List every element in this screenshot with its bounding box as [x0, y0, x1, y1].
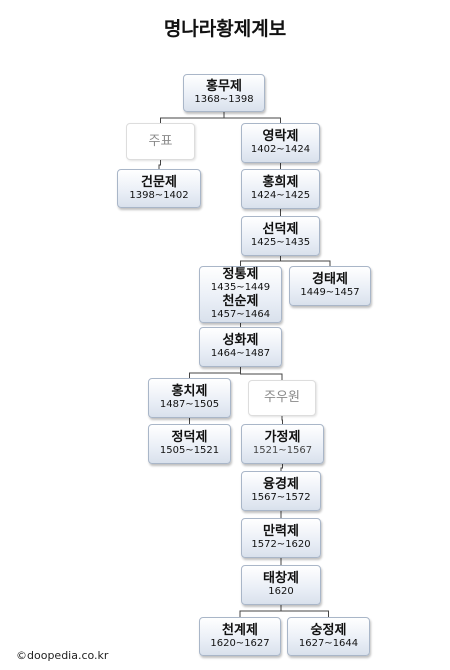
connector-jupyo-geonmun [158, 160, 161, 169]
node-years: 1620 [268, 586, 294, 597]
node-jeongdeok: 정덕제 1505~1521 [148, 424, 231, 464]
node-seondeok: 선덕제 1425~1435 [241, 216, 320, 256]
node-name: 주우원 [264, 390, 300, 405]
node-hongchi: 홍치제 1487~1505 [148, 378, 231, 418]
node-taechang: 태창제 1620 [241, 565, 321, 605]
node-honghui: 홍희제 1424~1425 [241, 169, 320, 209]
connector-hongmu-jupyo [160, 112, 225, 123]
node-juuwon: 주우원 [248, 380, 316, 416]
node-years: 1567~1572 [251, 492, 311, 503]
node-name: 홍치제 [171, 384, 208, 399]
node-name: 정통제 [222, 267, 259, 283]
node-years: 1368~1398 [194, 94, 254, 105]
node-jeongtong-cheonsun: 정통제 1435~1449 천순제 1457~1464 [199, 266, 282, 323]
node-years: 1449~1457 [300, 287, 360, 298]
node-years: 1398~1402 [129, 189, 189, 201]
node-years: 1425~1435 [250, 237, 311, 248]
node-years: 1620~1627 [210, 637, 270, 649]
node-gajeong: 가정제 1521~1567 [241, 424, 324, 464]
connector-taechang-sungjeong [280, 605, 329, 617]
node-seonghwa: 성화제 1464~1487 [199, 327, 282, 367]
node-manryeok: 만력제 1572~1620 [241, 518, 321, 558]
connector-seondeok-jeongtong [240, 256, 281, 266]
node-name: 정덕제 [171, 430, 208, 445]
node-years: 1505~1521 [159, 445, 220, 456]
connector-gajeong-yunggyeong [280, 464, 283, 471]
node-sungjeong: 숭정제 1627~1644 [287, 617, 370, 656]
page-title: 명나라황제계보 [163, 18, 287, 40]
node-name: 천순제 [222, 293, 259, 309]
node-name: 건문제 [141, 174, 177, 190]
connector-hongmu-yeongnak [223, 112, 281, 123]
node-cheongye: 천계제 1620~1627 [199, 617, 281, 656]
node-years: 1627~1644 [298, 637, 359, 649]
node-yeongnak: 영락제 1402~1424 [241, 123, 320, 163]
node-years: 1457~1464 [210, 308, 271, 320]
node-name: 천계제 [222, 622, 258, 638]
node-name: 주표 [148, 133, 173, 149]
connector-seonghwa-juuwon [240, 367, 283, 380]
node-hongmu: 홍무제 1368~1398 [183, 74, 265, 112]
node-years: 1464~1487 [210, 348, 271, 359]
connector-taechang-cheongye [239, 605, 282, 617]
node-name: 홍무제 [206, 79, 242, 94]
node-name: 경태제 [312, 272, 348, 287]
node-name: 가정제 [264, 430, 301, 445]
node-name: 융경제 [263, 477, 299, 492]
node-name: 선덕제 [262, 222, 299, 237]
node-name: 성화제 [222, 333, 259, 348]
node-geonmun: 건문제 1398~1402 [117, 169, 201, 208]
connector-seondeok-gyeongtae [280, 256, 331, 266]
connector-juuwon-gajeong [281, 416, 283, 424]
node-name: 태창제 [263, 571, 299, 586]
node-name: 홍희제 [262, 175, 299, 190]
node-years: 1521~1567 [252, 445, 313, 456]
node-years: 1402~1424 [250, 144, 311, 155]
node-gyeongtae: 경태제 1449~1457 [289, 266, 371, 306]
node-years: 1435~1449 [210, 282, 271, 294]
node-name: 만력제 [263, 524, 299, 539]
node-years: 1572~1620 [251, 539, 311, 550]
node-years: 1487~1505 [159, 399, 220, 410]
node-name: 영락제 [262, 129, 299, 144]
node-yunggyeong: 융경제 1567~1572 [241, 471, 321, 511]
node-jupyo: 주표 [126, 123, 195, 160]
copyright-text: ©doopedia.co.kr [16, 649, 109, 662]
node-years: 1424~1425 [250, 190, 311, 201]
node-name: 숭정제 [310, 622, 347, 638]
connector-seonghwa-hongchi [189, 367, 241, 378]
